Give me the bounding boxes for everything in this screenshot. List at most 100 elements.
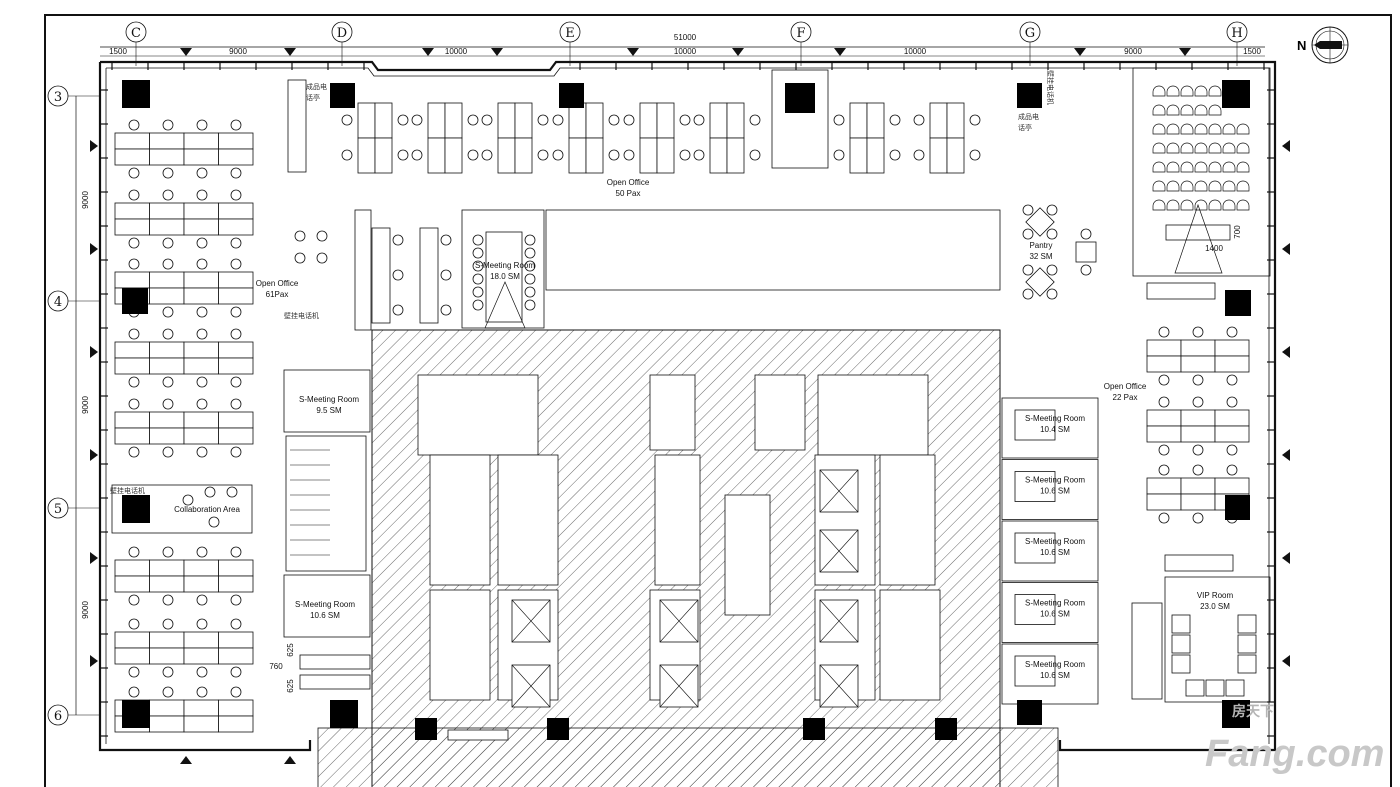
meeting-room-area: 10.6 SM — [1040, 671, 1070, 680]
chair — [472, 299, 484, 311]
chair — [230, 306, 242, 318]
meeting-room-area: 10.6 SM — [1040, 548, 1070, 557]
grid-label: 3 — [54, 90, 62, 105]
lecture-chair — [1180, 142, 1194, 154]
structural-column — [1222, 700, 1250, 728]
meeting-table — [1014, 409, 1056, 441]
chair — [1192, 396, 1204, 408]
chair — [1226, 326, 1238, 338]
chair — [196, 306, 208, 318]
chair — [196, 119, 208, 131]
chair — [316, 230, 328, 242]
meeting-room-area: 10.6 SM — [1040, 610, 1070, 619]
sofa — [1205, 679, 1225, 697]
top-dimension-line: 51000 — [100, 33, 1265, 57]
chair — [472, 273, 484, 285]
north-compass: N — [1297, 26, 1349, 64]
lecture-chair — [1236, 180, 1250, 192]
vip-room-area: 23.0 SM — [1200, 602, 1230, 611]
facade-marker — [1282, 243, 1290, 255]
chair — [1158, 512, 1170, 524]
lecture-chair — [1236, 161, 1250, 173]
desk — [149, 427, 185, 445]
dimension-625: 625 — [286, 679, 295, 693]
lecture-chair — [1152, 85, 1166, 97]
meeting-room-wall — [1001, 459, 1099, 520]
chair — [1046, 264, 1058, 276]
dimension-625: 625 — [286, 643, 295, 657]
sofa — [1171, 654, 1191, 674]
chair — [162, 328, 174, 340]
meeting-room-area: 10.6 SM — [1040, 487, 1070, 496]
north-label: N — [1297, 38, 1306, 53]
desk — [585, 137, 604, 174]
lecture-chair — [1194, 161, 1208, 173]
desk — [1180, 425, 1216, 443]
meeting-left-2-area: 10.6 SM — [310, 611, 340, 620]
service-rooms-wall — [545, 209, 1001, 291]
desk — [149, 202, 185, 220]
chair — [162, 376, 174, 388]
chair — [833, 114, 845, 126]
desk — [1164, 554, 1234, 572]
desk — [218, 559, 254, 577]
desk — [114, 202, 150, 220]
open-office-61-capacity: 61Pax — [266, 290, 289, 299]
chair — [230, 376, 242, 388]
lecture-chair — [1208, 142, 1222, 154]
desk — [1146, 355, 1182, 373]
lecture-chair — [1166, 85, 1180, 97]
chair — [969, 149, 981, 161]
chair — [1226, 444, 1238, 456]
chair — [472, 247, 484, 259]
meeting-room-name: S-Meeting Room — [1025, 476, 1085, 485]
desk — [1180, 409, 1216, 427]
wall-phone-label: 壁挂电话机 — [284, 311, 319, 320]
lecture-chair — [1208, 123, 1222, 135]
chair — [162, 686, 174, 698]
core-room — [817, 374, 929, 456]
lecture-chair — [1222, 199, 1236, 211]
chair — [1046, 288, 1058, 300]
lecture-width-dimension: 1400 — [1205, 244, 1223, 253]
open-office-50-name: Open Office — [607, 178, 650, 187]
sofa — [1225, 679, 1245, 697]
desk — [149, 132, 185, 150]
desk — [357, 137, 376, 174]
phone-booth-rack — [287, 79, 307, 173]
chair — [472, 234, 484, 246]
chair — [481, 114, 493, 126]
desk — [427, 102, 446, 139]
desk — [218, 341, 254, 359]
facade-marker — [90, 243, 98, 255]
chair — [1022, 264, 1034, 276]
desk — [183, 148, 219, 166]
grid-label: 5 — [54, 502, 62, 517]
chair — [162, 306, 174, 318]
chair — [162, 119, 174, 131]
projector-beam — [1174, 203, 1223, 274]
vip-room-name: VIP Room — [1197, 591, 1234, 600]
chair — [128, 237, 140, 249]
meeting-room-wall — [1001, 582, 1099, 643]
chair — [1192, 464, 1204, 476]
grid-label: 6 — [54, 709, 62, 724]
desk — [946, 102, 965, 139]
window-mullions — [100, 62, 1275, 737]
desk — [114, 427, 150, 445]
desk — [183, 341, 219, 359]
chair — [1022, 228, 1034, 240]
chair — [472, 260, 484, 272]
chair — [833, 149, 845, 161]
chair — [397, 149, 409, 161]
chair — [440, 269, 452, 281]
wall-phone-label: 壁挂电话机 — [1046, 70, 1055, 105]
sofa — [1237, 634, 1257, 654]
meeting-left-2-wall — [283, 574, 371, 638]
chair — [1022, 288, 1034, 300]
collaboration-area-wall — [111, 484, 253, 534]
lecture-chair — [1194, 123, 1208, 135]
desk — [149, 287, 185, 305]
lecture-chair — [1180, 104, 1194, 116]
